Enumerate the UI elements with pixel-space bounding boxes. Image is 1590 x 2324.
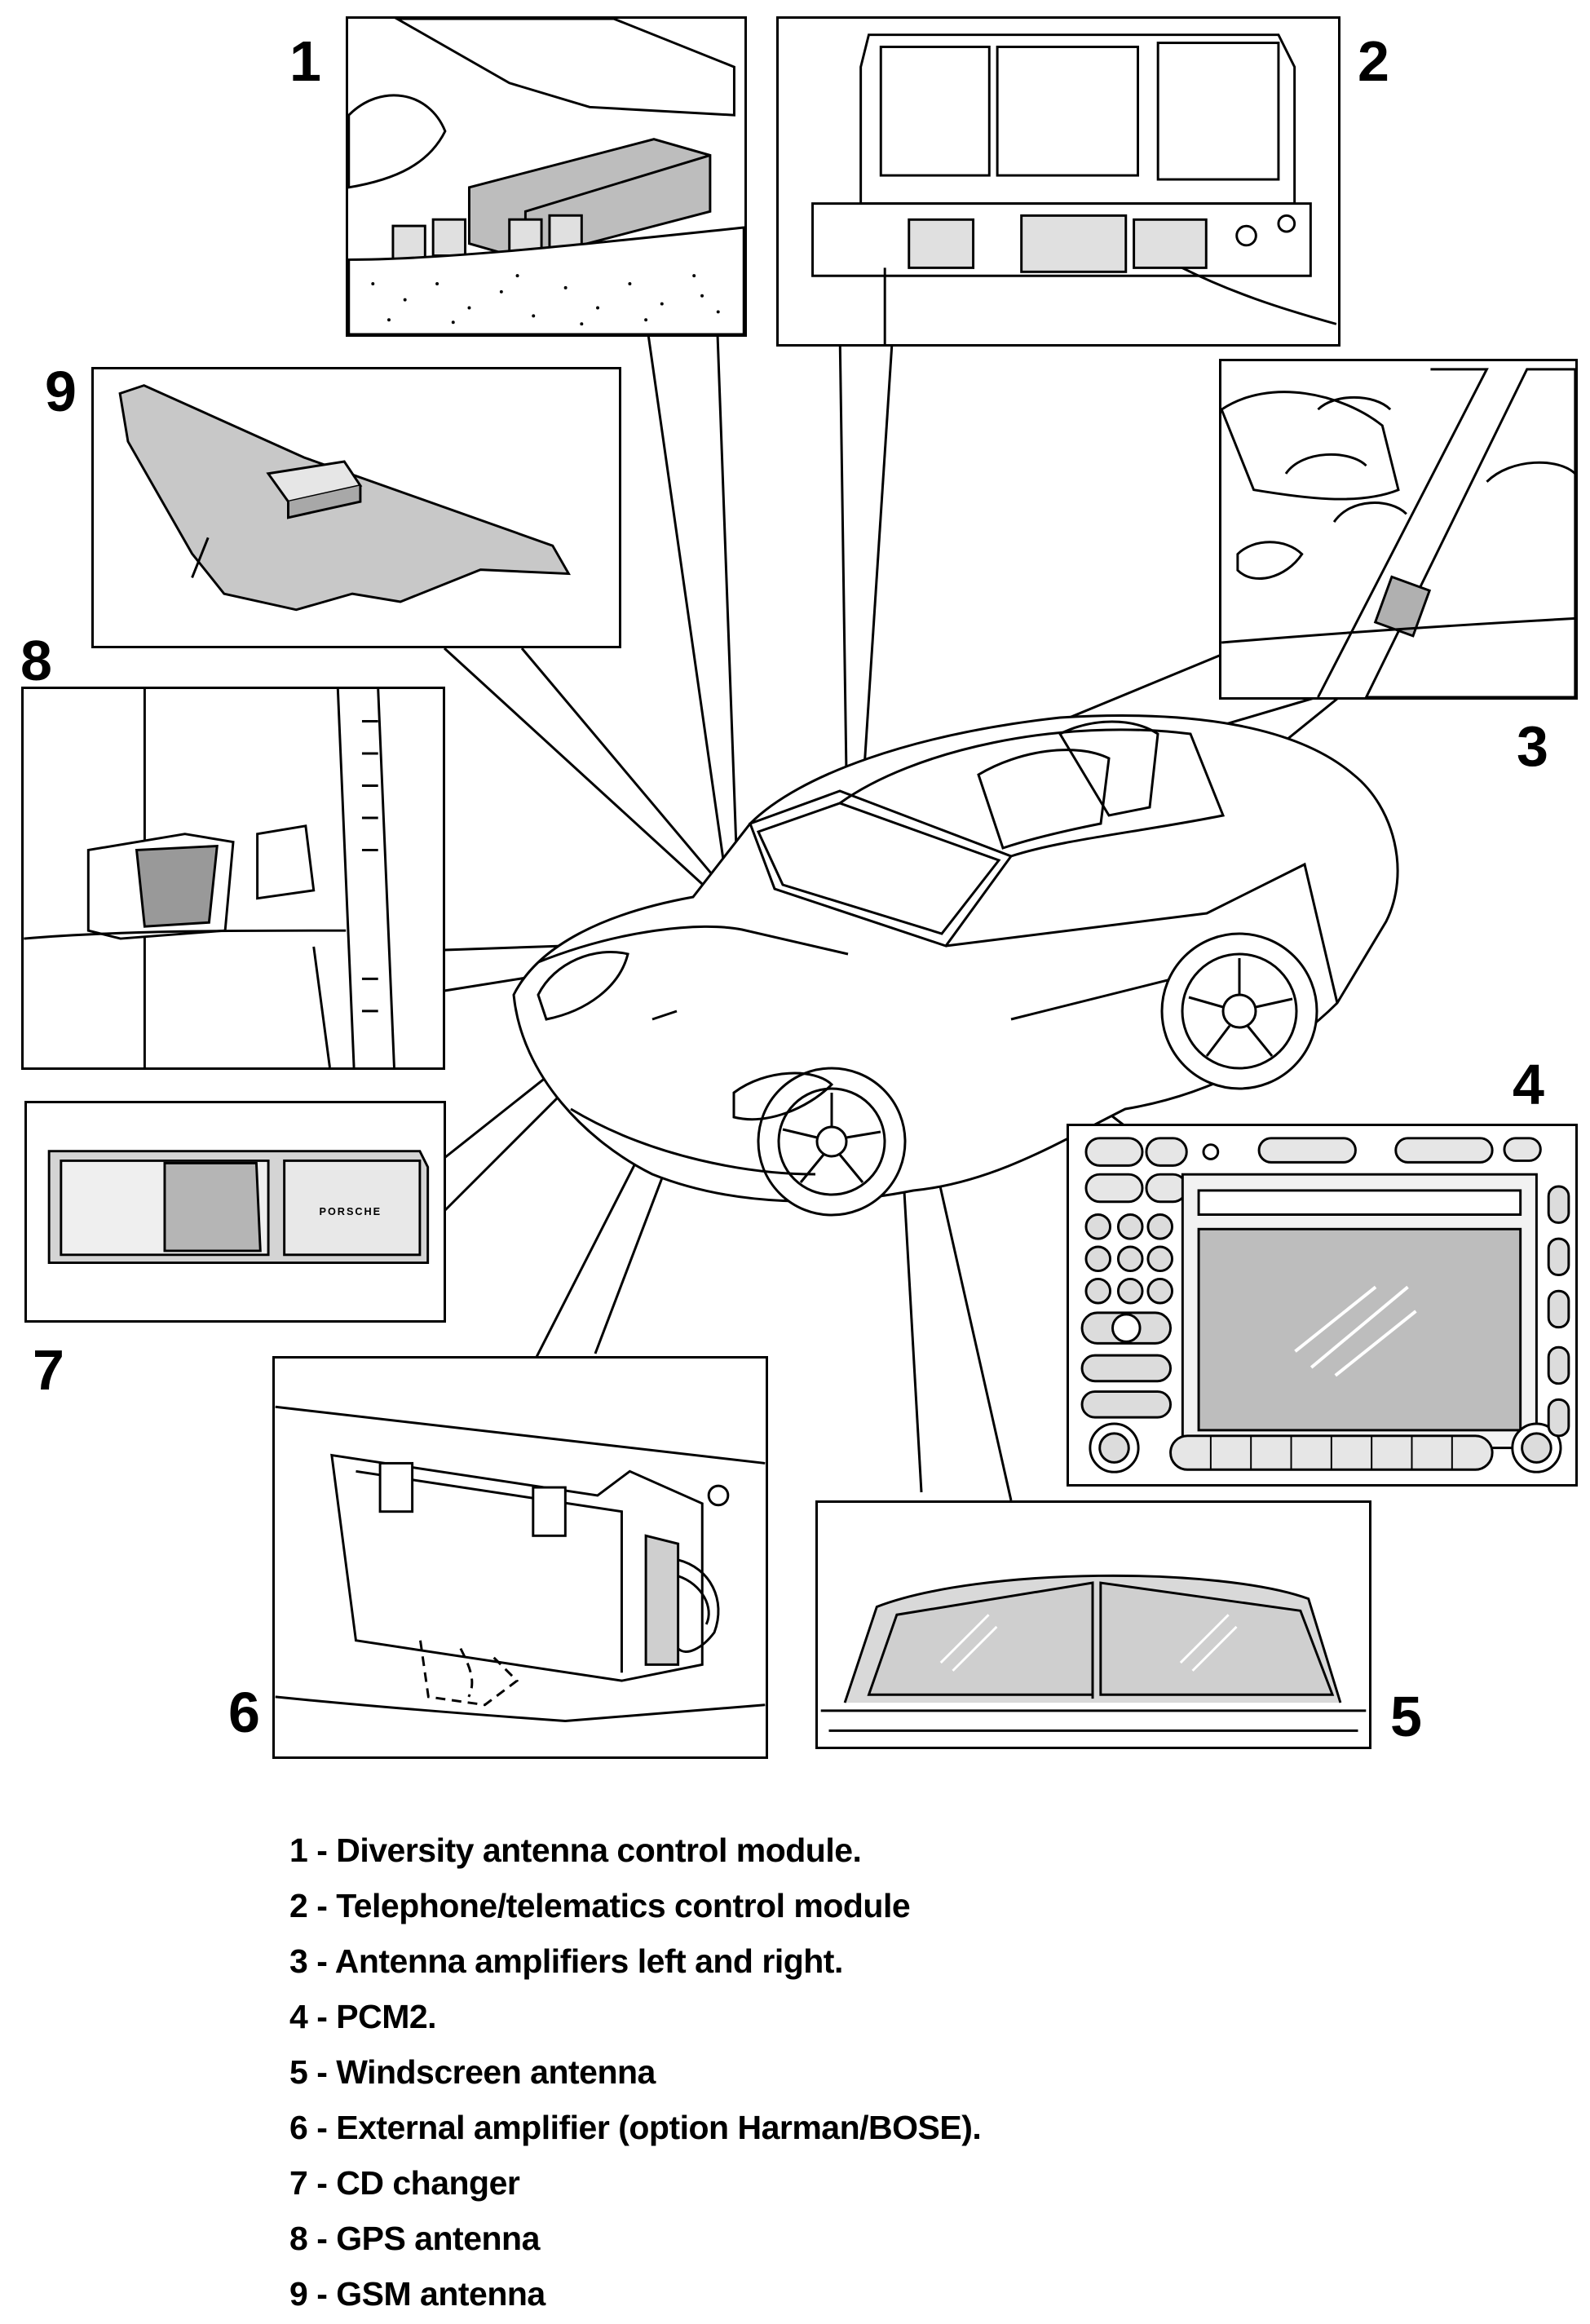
callout-number-3: 3 xyxy=(1517,714,1548,778)
detail-panel-5 xyxy=(815,1500,1371,1749)
detail-panel-7: PORSCHE xyxy=(24,1101,446,1323)
legend-item-8: 8 - GPS antenna xyxy=(289,2220,540,2257)
detail-panel-9 xyxy=(91,367,621,648)
detail-panel-1 xyxy=(346,16,747,337)
callout-number-8: 8 xyxy=(20,629,52,692)
callout-number-5: 5 xyxy=(1390,1685,1422,1748)
detail-panel-2 xyxy=(776,16,1340,347)
callout-number-9: 9 xyxy=(45,360,77,423)
callout-number-6: 6 xyxy=(228,1681,260,1744)
legend-item-3: 3 - Antenna amplifiers left and right. xyxy=(289,1942,843,1980)
legend: 1 - Diversity antenna control module. 2 … xyxy=(289,1823,1349,2322)
detail-panel-3 xyxy=(1219,359,1578,700)
callout-number-7: 7 xyxy=(33,1338,64,1402)
callout-number-1: 1 xyxy=(289,29,321,93)
cd-changer-brand-text: PORSCHE xyxy=(320,1205,382,1217)
callout-number-2: 2 xyxy=(1358,29,1389,93)
detail-panel-4 xyxy=(1067,1124,1578,1487)
detail-panel-6 xyxy=(272,1356,768,1759)
legend-item-4: 4 - PCM2. xyxy=(289,1998,437,2035)
legend-item-2: 2 - Telephone/telematics control module xyxy=(289,1887,911,1924)
legend-item-9: 9 - GSM antenna xyxy=(289,2275,545,2313)
legend-item-1: 1 - Diversity antenna control module. xyxy=(289,1831,862,1869)
detail-panel-8 xyxy=(21,687,445,1070)
car-illustration xyxy=(512,714,1399,1217)
callout-number-4: 4 xyxy=(1513,1053,1544,1116)
legend-item-5: 5 - Windscreen antenna xyxy=(289,2053,656,2091)
legend-item-6: 6 - External amplifier (option Harman/BO… xyxy=(289,2109,982,2146)
legend-item-7: 7 - CD changer xyxy=(289,2164,520,2202)
